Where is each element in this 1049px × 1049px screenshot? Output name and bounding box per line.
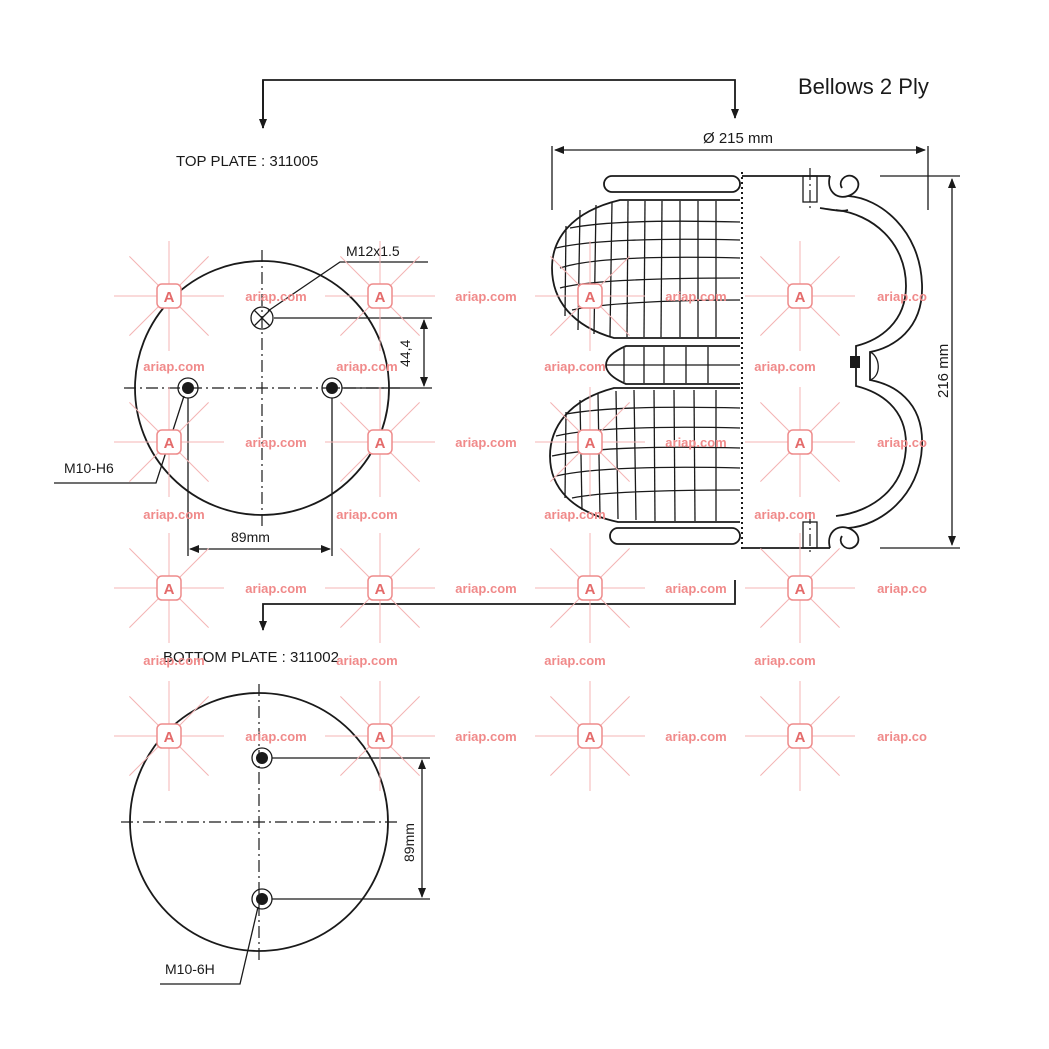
watermark-text: ariap.com xyxy=(754,507,815,522)
watermark-text: ariap.com xyxy=(544,507,605,522)
watermark-badge: A xyxy=(787,283,813,309)
watermark-badge: A xyxy=(577,575,603,601)
watermark-text: ariap.co xyxy=(877,729,927,744)
bellows-side-view: Ø 215 mm 216 mm xyxy=(549,130,960,556)
watermark-text: ariap.com xyxy=(336,507,397,522)
svg-text:A: A xyxy=(795,435,806,452)
center-thread-label: M12x1.5 xyxy=(346,243,400,259)
svg-text:A: A xyxy=(375,581,386,598)
watermark-badge: A xyxy=(367,723,393,749)
svg-text:A: A xyxy=(585,581,596,598)
bottom-stud-spacing-label: 89mm xyxy=(401,823,417,862)
watermark-badge: A xyxy=(367,283,393,309)
watermark-text: ariap.com xyxy=(754,359,815,374)
bellows-section-profile xyxy=(742,168,923,556)
svg-text:A: A xyxy=(164,581,175,598)
watermark-text: ariap.com xyxy=(336,359,397,374)
offset-dimension-label: 44,4 xyxy=(397,340,413,367)
svg-text:A: A xyxy=(585,289,596,306)
watermark-text: ariap.com xyxy=(455,581,516,596)
bottom-plate-stud-top xyxy=(251,747,273,769)
watermark-badge: A xyxy=(577,429,603,455)
watermark-badge: A xyxy=(367,575,393,601)
watermark-badge: A xyxy=(787,575,813,601)
svg-text:A: A xyxy=(164,289,175,306)
bottom-plate-stud-bottom xyxy=(251,888,273,910)
watermark-badge: A xyxy=(787,429,813,455)
watermark-text: ariap.com xyxy=(455,729,516,744)
svg-text:A: A xyxy=(795,729,806,746)
svg-text:A: A xyxy=(375,435,386,452)
height-label: 216 mm xyxy=(935,344,952,398)
watermark-text: ariap.com xyxy=(455,435,516,450)
watermark-text: ariap.com xyxy=(143,359,204,374)
bottom-plate-label: BOTTOM PLATE : 311002 xyxy=(163,649,339,666)
watermark-text: ariap.com xyxy=(455,289,516,304)
svg-text:A: A xyxy=(585,435,596,452)
watermark-text: ariap.com xyxy=(754,653,815,668)
watermark-text: ariap.com xyxy=(143,653,204,668)
watermark-text: ariap.co xyxy=(877,289,927,304)
watermark-text: ariap.com xyxy=(665,435,726,450)
watermark-text: ariap.com xyxy=(665,581,726,596)
watermark-text: ariap.com xyxy=(245,289,306,304)
watermark-badge: A xyxy=(577,283,603,309)
svg-text:A: A xyxy=(375,729,386,746)
watermark-text: ariap.com xyxy=(336,653,397,668)
watermark-badge: A xyxy=(156,283,182,309)
diagram-title: Bellows 2 Ply xyxy=(798,74,929,99)
watermark-badge: A xyxy=(156,723,182,749)
watermark-badge: A xyxy=(156,575,182,601)
watermark-badge: A xyxy=(577,723,603,749)
watermark-text: ariap.com xyxy=(245,435,306,450)
watermark-text: ariap.com xyxy=(544,653,605,668)
top-plate-label: TOP PLATE : 311005 xyxy=(176,153,318,170)
svg-text:A: A xyxy=(164,729,175,746)
watermark-badge: A xyxy=(787,723,813,749)
watermark-text: ariap.com xyxy=(143,507,204,522)
svg-text:A: A xyxy=(375,289,386,306)
svg-text:A: A xyxy=(585,729,596,746)
watermark-text: ariap.com xyxy=(245,581,306,596)
svg-text:A: A xyxy=(795,289,806,306)
center-thread-hole xyxy=(250,306,274,330)
svg-text:A: A xyxy=(164,435,175,452)
watermark-text: ariap.com xyxy=(665,289,726,304)
top-stud-spacing-label: 89mm xyxy=(231,529,270,545)
top-plate-view: TOP PLATE : 311005 M12x1.5 44,4 M1 xyxy=(54,153,432,556)
diameter-label: Ø 215 mm xyxy=(703,130,773,147)
watermark-text: ariap.com xyxy=(544,359,605,374)
link-arrows xyxy=(259,79,739,631)
watermark-badge: A xyxy=(156,429,182,455)
top-stud-label: M10-H6 xyxy=(64,460,114,476)
watermark-badge: A xyxy=(367,429,393,455)
watermark-text: ariap.co xyxy=(877,581,927,596)
bottom-stud-label: M10-6H xyxy=(165,961,215,977)
watermark-text: ariap.co xyxy=(877,435,927,450)
watermark-text: ariap.com xyxy=(665,729,726,744)
svg-text:A: A xyxy=(795,581,806,598)
watermark-text: ariap.com xyxy=(245,729,306,744)
bottom-plate-view: BOTTOM PLATE : 311002 89mm M10-6H xyxy=(121,649,430,985)
